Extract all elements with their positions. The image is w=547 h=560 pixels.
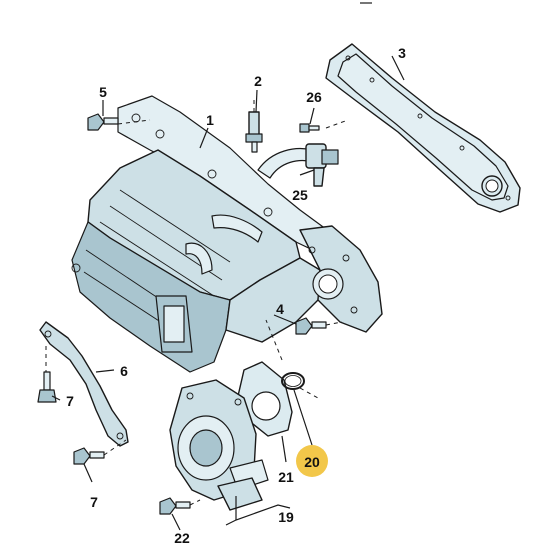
temperature-sensor-part-2	[245, 111, 263, 153]
callout-26: 26	[306, 89, 322, 105]
coolant-pipe-part-25	[257, 143, 339, 187]
callout-22: 22	[174, 530, 190, 546]
bracket-part-6	[39, 321, 129, 447]
bolt-part-22	[159, 497, 191, 515]
callout-7-lower: 7	[90, 494, 98, 510]
callout-3: 3	[398, 45, 406, 61]
callout-labels: 1 2 3 4 5 6 7 7 19 20 21 22 25 26	[66, 45, 406, 546]
callout-5: 5	[99, 84, 107, 100]
callout-19: 19	[278, 509, 294, 525]
callout-21: 21	[278, 469, 294, 485]
egr-cooler-part-1	[71, 95, 383, 373]
callout-4: 4	[276, 301, 284, 317]
bolt-part-7-upper	[37, 371, 57, 403]
egr-valve-part-19	[169, 379, 269, 511]
o-ring-part-20	[281, 372, 305, 390]
bolt-part-26	[299, 123, 320, 133]
callout-6: 6	[120, 363, 128, 379]
callout-25: 25	[292, 187, 308, 203]
callout-2: 2	[254, 73, 262, 89]
bolt-part-4	[295, 317, 327, 335]
assembly-dashed-lines	[45, 100, 349, 506]
callout-7-upper: 7	[66, 393, 74, 409]
callout-20-highlight	[296, 445, 328, 477]
leader-lines	[51, 55, 405, 531]
bolt-part-7-lower	[73, 447, 105, 465]
callout-20: 20	[304, 454, 320, 470]
gasket-part-3	[325, 43, 521, 213]
bolt-part-5	[87, 113, 119, 131]
callout-1: 1	[206, 112, 214, 128]
